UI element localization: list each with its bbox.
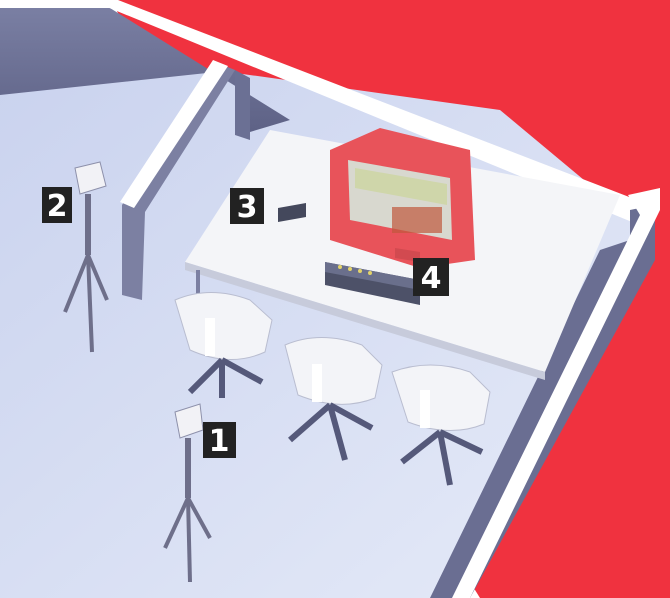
label-text: 2: [47, 189, 68, 224]
label-keyboard: 4: [413, 258, 449, 296]
label-text: 1: [209, 424, 230, 459]
label-text: 4: [421, 261, 442, 296]
back-wall-inner: [235, 70, 250, 140]
label-camera-front: 1: [203, 422, 236, 459]
label-camera-side: 2: [42, 187, 72, 224]
label-eye-tracker: 3: [230, 188, 264, 225]
label-text: 3: [237, 190, 258, 225]
